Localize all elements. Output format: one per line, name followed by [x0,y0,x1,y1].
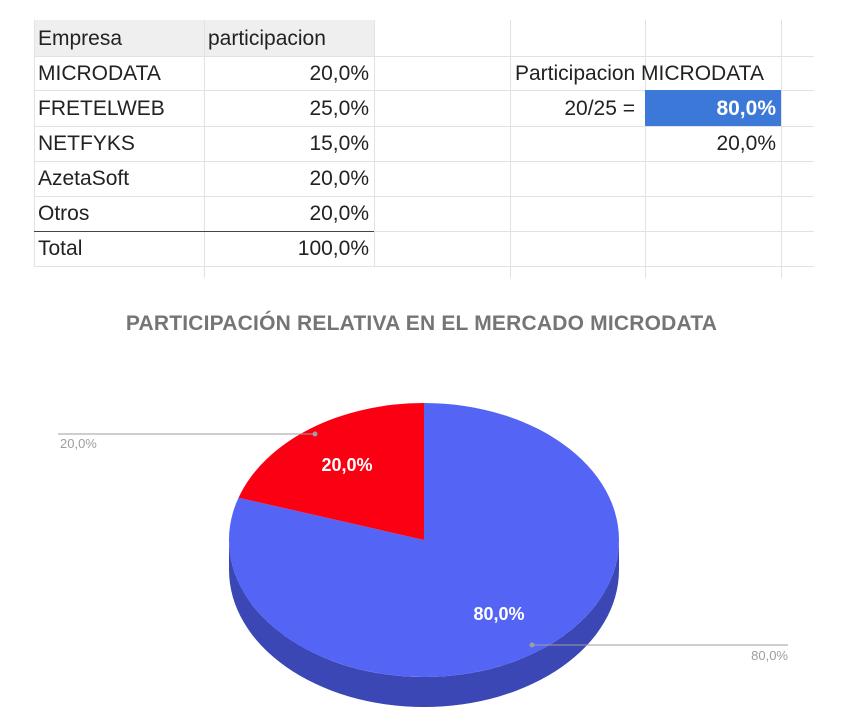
grid-vline [510,20,511,278]
slice-label-80: 80,0% [473,604,524,624]
grid-vline [781,20,782,278]
chart-title: PARTICIPACIÓN RELATIVA EN EL MERCADO MIC… [125,312,718,335]
selected-cell-highlight [645,90,781,126]
cell-result[interactable]: 80,0% [716,97,776,120]
grid-vline [645,20,646,278]
cell-empresa[interactable]: NETFYKS [38,132,135,155]
cell-participacion[interactable]: 15,0% [309,132,369,155]
pie-chart[interactable]: 80,0% 20,0% 80,0% 20,0% [0,340,843,724]
grid-hline [34,90,814,91]
grid-hline [34,56,814,57]
grid-hline [374,231,814,232]
grid-vline [374,20,375,266]
callout-label-80: 80,0% [751,648,788,663]
callout-dot-80 [529,642,535,648]
cell-empresa[interactable]: Otros [38,202,90,225]
grid-vline [204,20,205,278]
pie-slice-20[interactable] [238,403,425,540]
grid-vline [34,20,35,266]
cell-empresa[interactable]: FRETELWEB [38,97,165,120]
cell-total-value[interactable]: 100,0% [297,237,369,260]
cell-participacion[interactable]: 25,0% [309,97,369,120]
cell-participacion[interactable]: 20,0% [309,62,369,85]
cell-header-participacion[interactable]: participacion [208,27,326,50]
pie-slice-80[interactable] [228,403,619,677]
cell-empresa[interactable]: MICRODATA [38,62,161,85]
grid-hline [34,126,814,127]
cell-empresa[interactable]: AzetaSoft [38,167,130,190]
cell-formula[interactable]: 20/25 = [564,97,635,120]
grid-hline [34,161,814,162]
grid-hline [34,266,814,267]
pie-slice-depth-blue [229,540,619,707]
spreadsheet-grid: Empresa participacion MICRODATA 20,0% FR… [0,0,843,285]
cell-header-empresa[interactable]: Empresa [38,27,123,50]
cell-remainder[interactable]: 20,0% [716,132,776,155]
grid-hline [34,196,814,197]
callout-label-20: 20,0% [60,436,97,451]
cell-total-label[interactable]: Total [38,237,83,260]
cell-participacion[interactable]: 20,0% [309,167,369,190]
cell-participacion-microdata-label[interactable]: Participacion MICRODATA [515,62,764,85]
callout-dot-20 [312,431,318,437]
cell-participacion[interactable]: 20,0% [309,202,369,225]
total-separator-line [34,231,374,232]
slice-label-20: 20,0% [321,455,372,475]
